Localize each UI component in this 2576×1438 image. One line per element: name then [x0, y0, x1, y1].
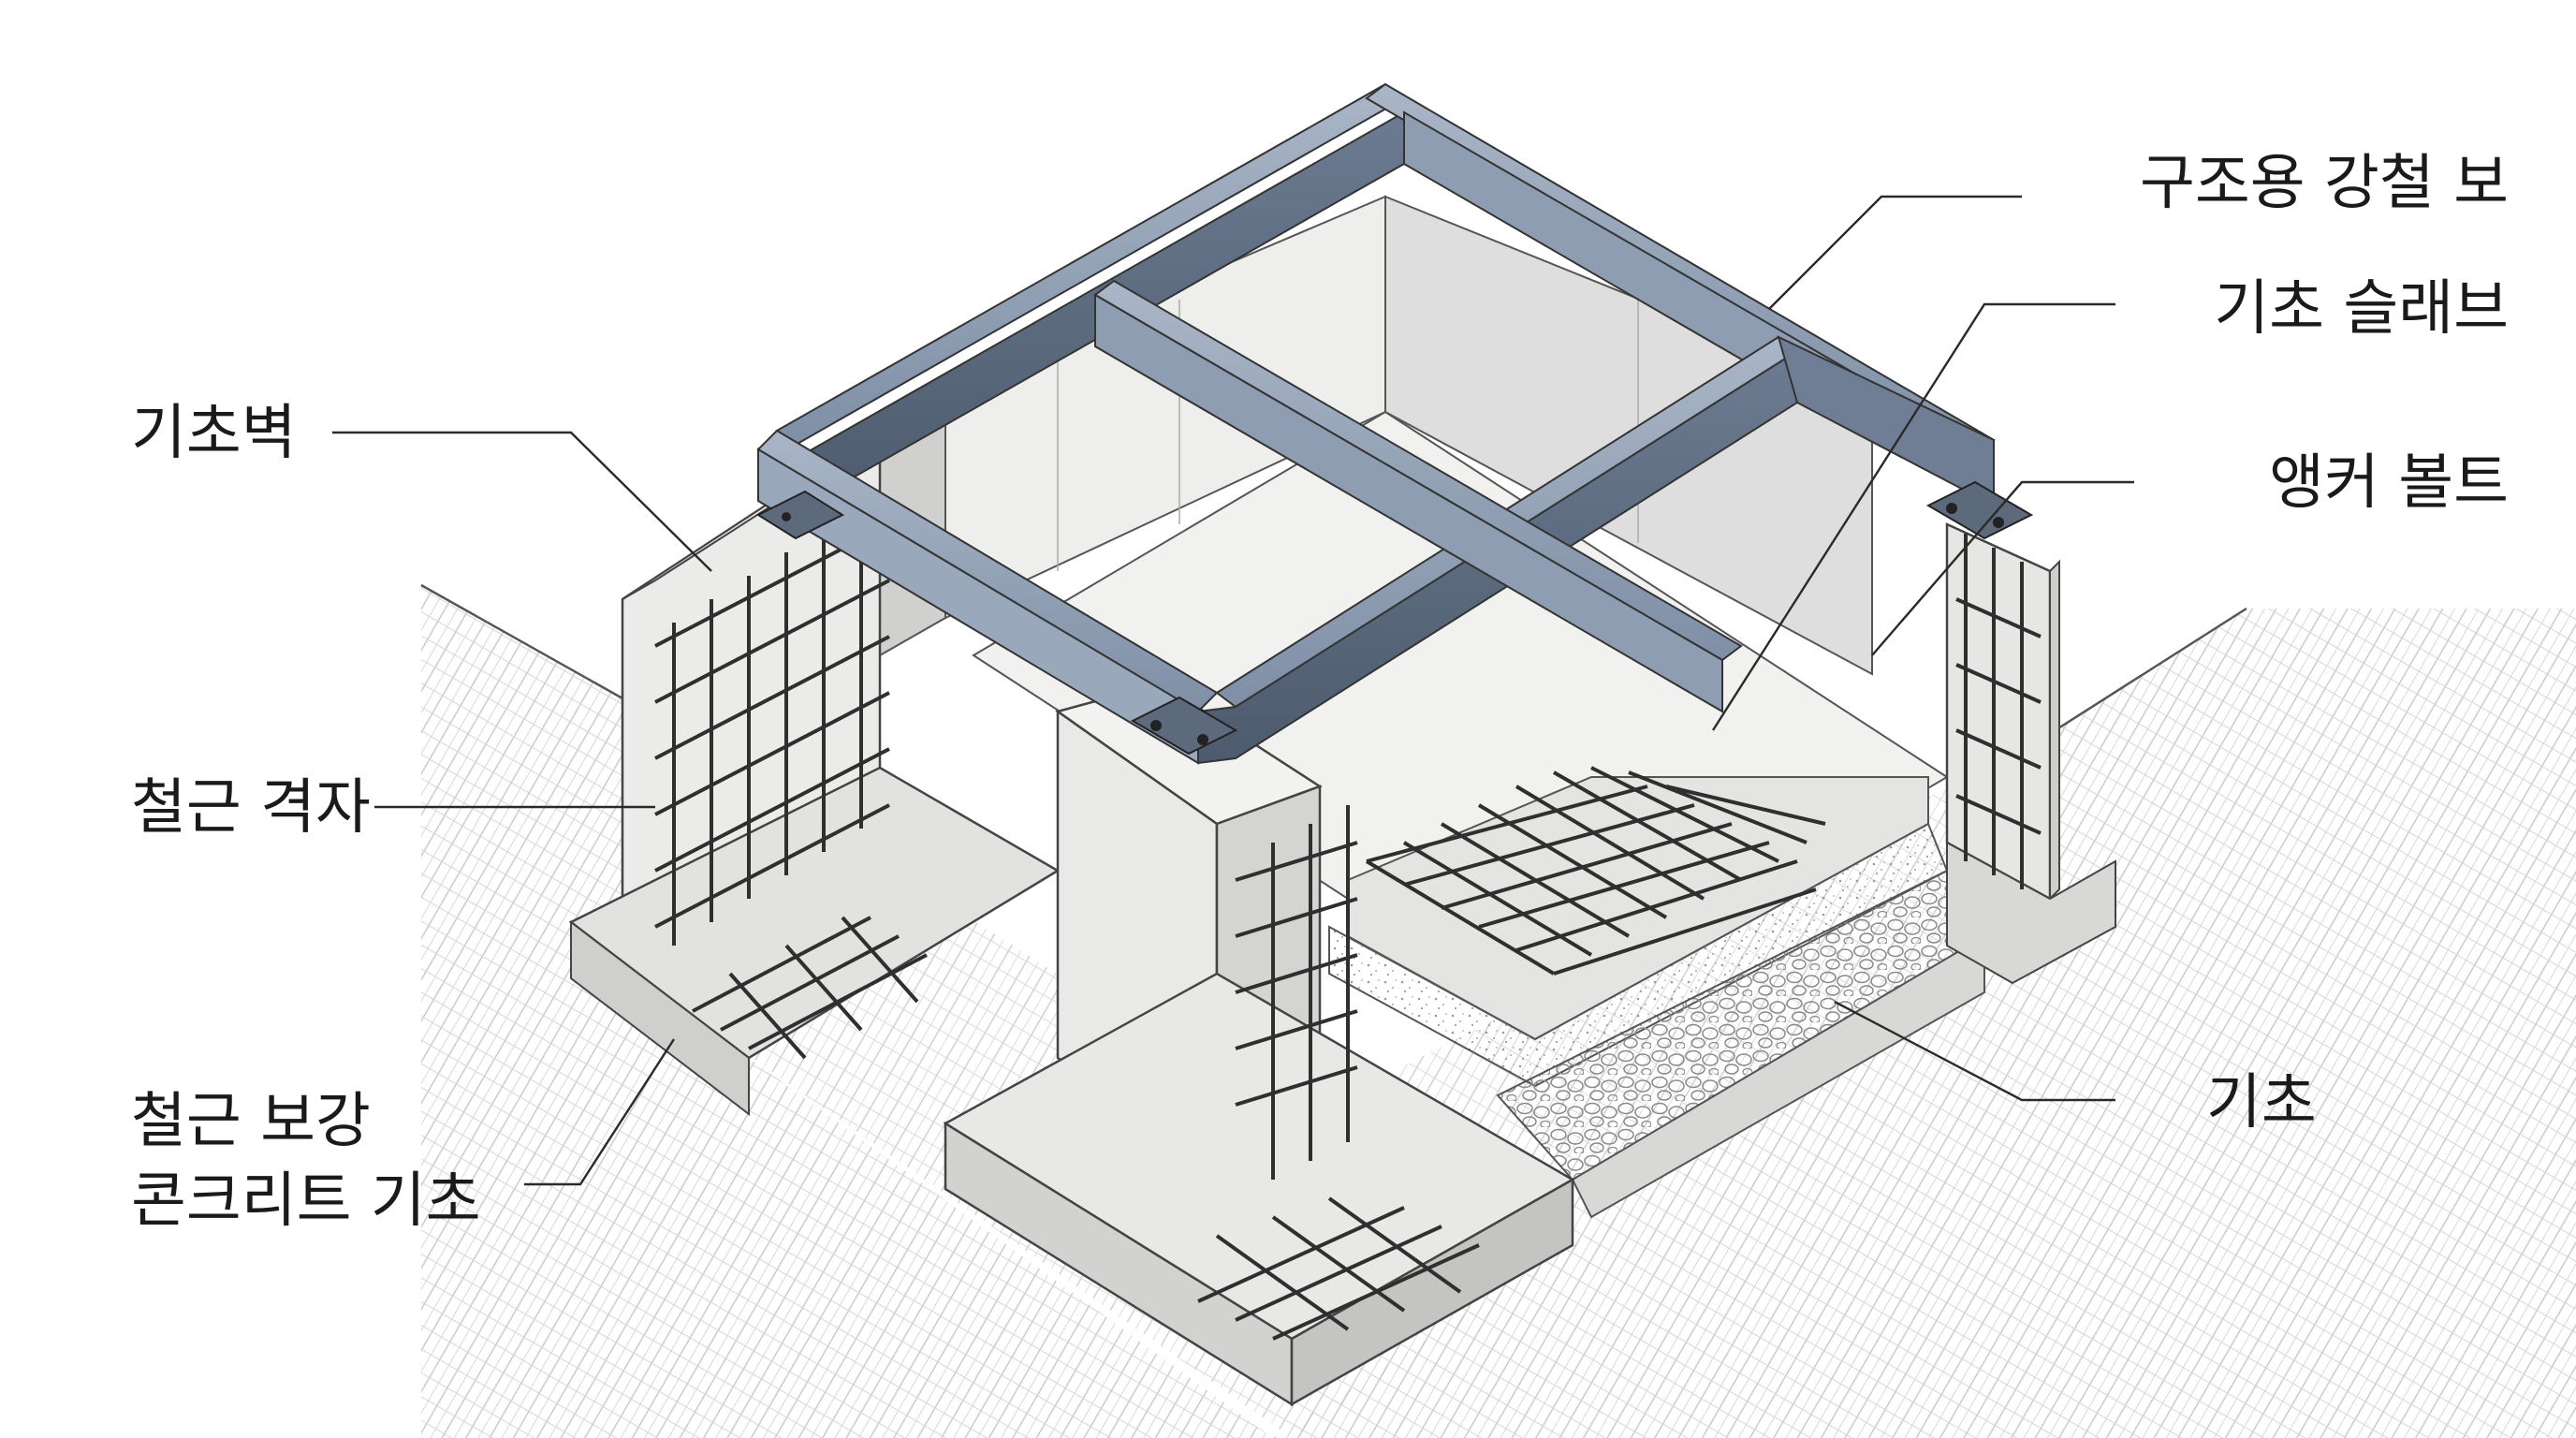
- label-rc-footing-line1: 철근 보강: [131, 1087, 371, 1156]
- slab-rebar-mesh: [1365, 766, 1826, 976]
- label-foundation-slab: 기초 슬래브: [2214, 274, 2509, 344]
- footing-rebar-left: [692, 916, 928, 1060]
- foundation-pier-front: [943, 682, 1575, 1407]
- foundation-wall-right: [1945, 522, 2116, 985]
- label-rebar-grid: 철근 격자: [131, 773, 371, 843]
- label-foundation: 기초: [2206, 1068, 2317, 1137]
- steel-beam-frame: [756, 82, 1996, 765]
- leader-lines: [332, 195, 2134, 1186]
- pier-rebar: [1235, 805, 1358, 1180]
- footing-rebar-front: [1197, 1196, 1480, 1341]
- wall-rebar-grid: [654, 506, 890, 946]
- wall-rebar-right: [1955, 534, 2042, 889]
- foundation-slab: [972, 410, 1986, 1219]
- anchor-bolts: [755, 480, 2034, 756]
- label-foundation-wall: 기초벽: [131, 399, 297, 468]
- label-structural-steel-beam: 구조용 강철 보: [2140, 149, 2509, 218]
- label-rc-footing-line2: 콘크리트 기초: [131, 1167, 481, 1236]
- label-anchor-bolt: 앵커 볼트: [2269, 448, 2509, 518]
